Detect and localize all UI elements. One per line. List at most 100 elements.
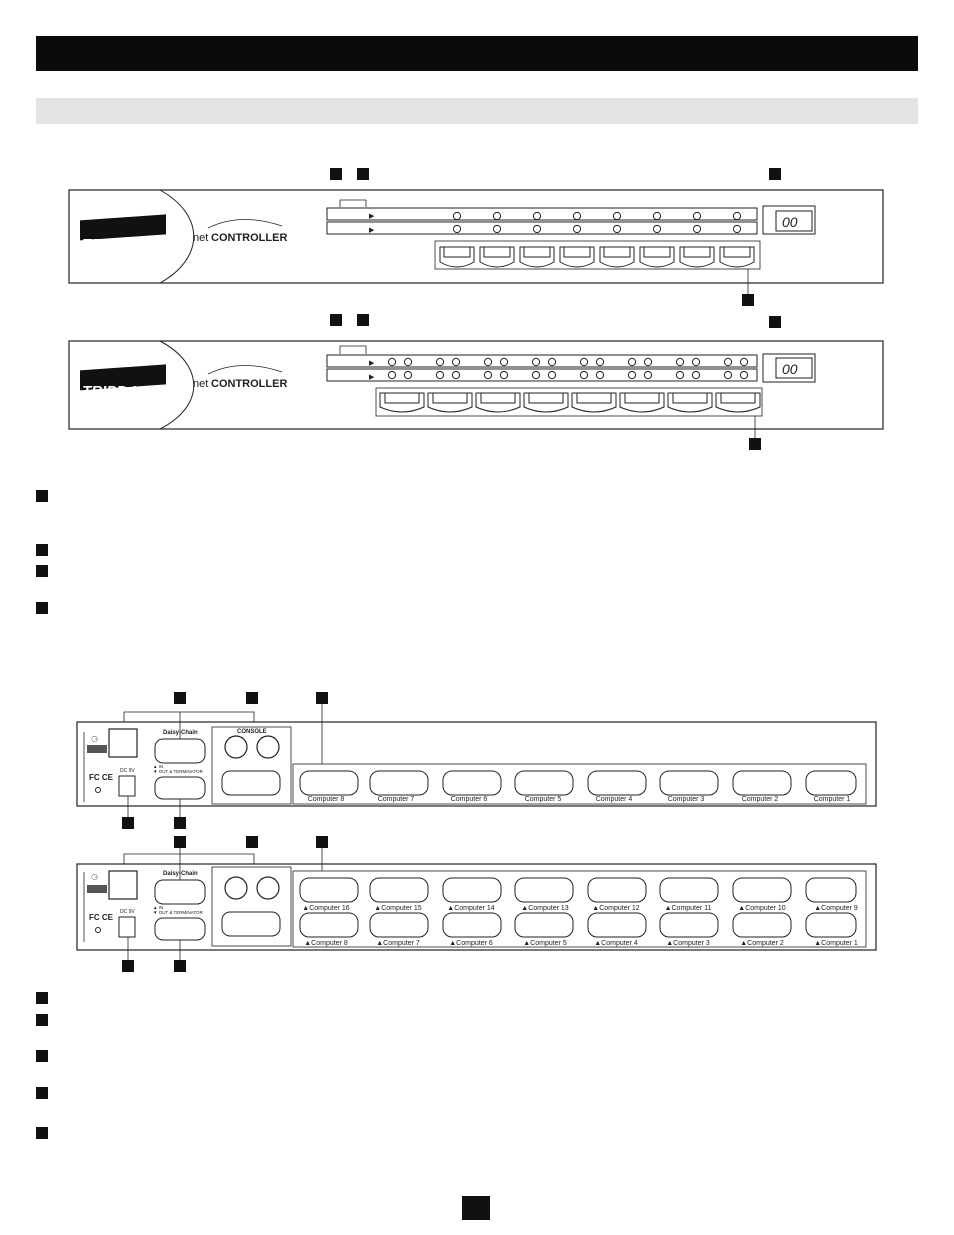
list-marker [36,1087,48,1099]
subheader-bar [36,98,918,124]
dc-label: DC 9V [120,909,135,915]
ps2-mouse-port[interactable] [256,735,280,759]
model-prefix: net [193,378,208,390]
power-switch[interactable] [108,728,138,758]
callout-marker [122,817,134,829]
list-marker [36,1050,48,1062]
ps2-keyboard-port[interactable] [224,735,248,759]
ps2-mouse-port[interactable] [256,876,280,900]
display-readout: 00 [782,214,798,230]
callout-marker [174,960,186,972]
svg-text:▶: ▶ [369,374,375,381]
in-label: ▲ IN [153,764,163,769]
callout-marker [330,168,342,180]
console-vga-port[interactable] [221,770,281,796]
front-panel-16port: TRIPP·LITE net CONTROLLER ▶ ▶ 00 [68,340,884,440]
ps2-keyboard-port[interactable] [224,876,248,900]
page-number-box [462,1196,490,1220]
port-label: Computer 6 [451,796,488,803]
port-label: ▲Computer 15 [374,905,422,912]
callout-marker [357,314,369,326]
fcc-label: FC CE [89,913,114,922]
callout-marker [769,168,781,180]
dc-port[interactable] [118,775,136,797]
netcontroller-logo: net CONTROLLER [193,219,287,244]
model-name: CONTROLLER [211,232,287,244]
out-label: ▼ OUT & TERMINATOR [153,910,204,915]
port-label: Computer 7 [378,796,415,803]
callout-marker [174,836,186,848]
callout-marker [749,438,761,450]
list-marker [36,1127,48,1139]
model-name: CONTROLLER [211,378,287,390]
computer-ports-16-top[interactable] [299,877,857,903]
svg-text:▶: ▶ [369,227,375,234]
callout-marker [742,294,754,306]
port-label: ▲Computer 10 [738,905,786,912]
callout-marker [246,836,258,848]
list-marker [36,565,48,577]
list-marker [36,490,48,502]
callout-marker [357,168,369,180]
svg-text:⚆: ⚆ [91,873,98,882]
power-switch[interactable] [108,870,138,900]
led-row-bottom-16 [387,370,749,380]
port-label: Computer 8 [308,796,345,803]
port-label: Computer 5 [525,796,562,803]
port-label: Computer 4 [596,796,633,803]
rear-panel-8port: ⚆ FC CE DC 9V Daisy-Chain ▲ IN ▼ OUT & T… [76,704,877,818]
port-label: ▲Computer 12 [592,905,640,912]
port-label: ▲Computer 2 [740,940,784,947]
port-label: ▲Computer 13 [521,905,569,912]
out-label: ▼ OUT & TERMINATOR [153,769,204,774]
callout-marker [174,692,186,704]
list-marker [36,992,48,1004]
port-label: ▲Computer 14 [447,905,495,912]
model-prefix: net [193,232,208,244]
rear-panel-16port: ⚆ FC CE DC 9V Daisy-Chain ▲ IN ▼ OUT & T… [76,848,877,960]
svg-text:▶: ▶ [369,360,375,367]
port-label: ▲Computer 5 [523,940,567,947]
callout-marker [122,960,134,972]
list-marker [36,1014,48,1026]
console-vga-port[interactable] [221,911,281,937]
header-bar [36,36,918,71]
svg-text:▶: ▶ [369,213,375,220]
callout-marker [330,314,342,326]
led-row-top-16 [387,357,749,367]
port-label: Computer 2 [742,796,779,803]
brand-logo-text: TRIPP·LITE [82,383,165,400]
callout-marker [246,692,258,704]
display-readout: 00 [782,361,798,377]
led-row-top-8 [452,211,742,221]
port-label: ▲Computer 8 [304,940,348,947]
port-label: Computer 3 [668,796,705,803]
console-label: CONSOLE [237,729,267,735]
led-row-bottom-8 [452,224,742,234]
callout-marker [316,836,328,848]
port-label: ▲Computer 1 [814,940,858,947]
callout-marker [769,316,781,328]
callout-marker [174,817,186,829]
callout-marker [316,692,328,704]
brand-logo: TRIPP·LITE [80,364,166,400]
list-marker [36,602,48,614]
list-marker [36,544,48,556]
port-label: ▲Computer 16 [302,905,350,912]
netcontroller-logo: net CONTROLLER [193,365,287,390]
brand-logo-text: TRIPP·LITE [82,236,165,253]
port-buttons-16[interactable] [379,392,761,413]
port-label: ▲Computer 3 [666,940,710,947]
dc-port[interactable] [118,916,136,938]
port-buttons-8[interactable] [439,246,755,268]
computer-ports-8[interactable] [299,770,857,796]
port-label: ▲Computer 4 [594,940,638,947]
daisy-chain-label: Daisy-Chain [163,871,198,877]
daisy-chain-label: Daisy-Chain [163,730,198,736]
dc-label: DC 9V [120,768,135,774]
port-label: ▲Computer 6 [449,940,493,947]
port-label: Computer 1 [814,796,851,803]
port-label: ▲Computer 7 [376,940,420,947]
computer-ports-16-bottom[interactable] [299,912,857,938]
